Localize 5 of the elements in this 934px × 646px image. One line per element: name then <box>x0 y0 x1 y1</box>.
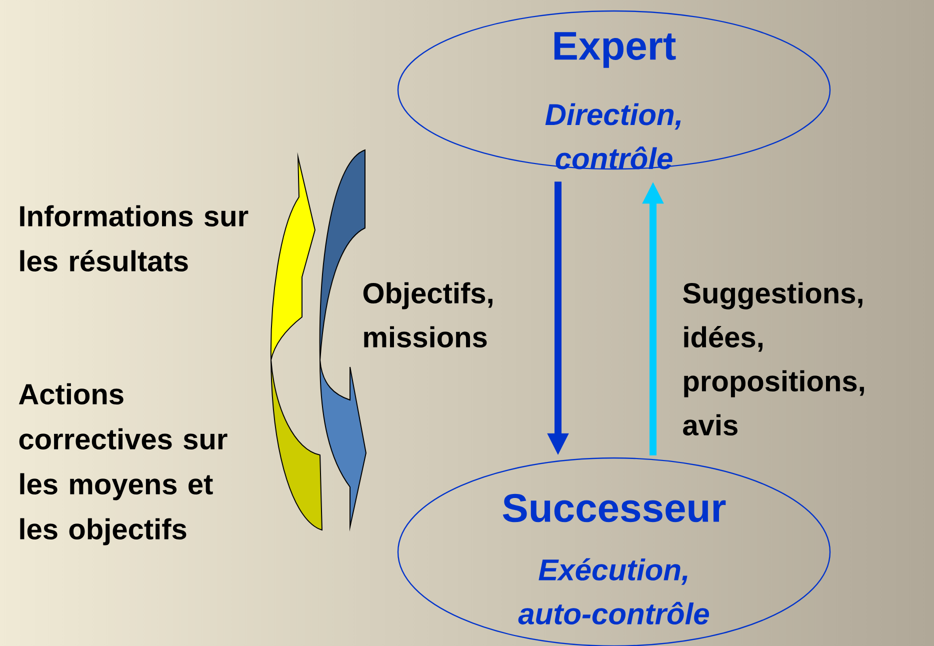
edge-label: Suggestions, idées, propositions, avis <box>683 282 864 436</box>
ellipse-node: Expert Direction, contrôle <box>397 10 831 170</box>
edge-label: Objectifs, missions <box>363 282 492 348</box>
side-note: Actions correctives sur les moyens et les objectifs <box>18 383 228 546</box>
side-note: Informations sur les résultats <box>20 205 248 272</box>
